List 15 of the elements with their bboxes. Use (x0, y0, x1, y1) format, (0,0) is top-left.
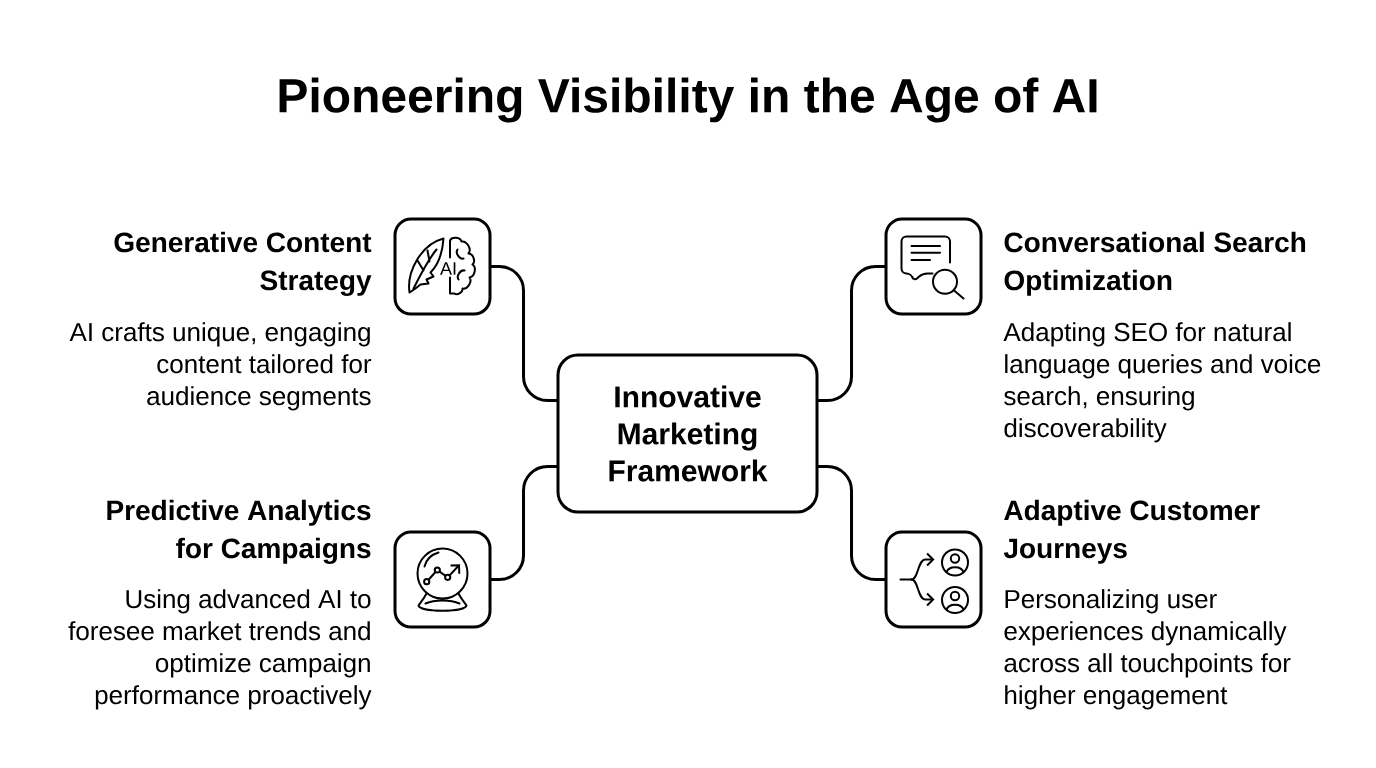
heading: Predictive Analytics for Campaigns (107, 499, 371, 564)
heading: Conversational Search Optimization (1004, 231, 1306, 296)
connector (817, 465, 886, 581)
connector (817, 265, 886, 402)
description: Adapting SEO for natural language queries and voice search, ensuring discoverability (1003, 322, 1321, 443)
connector (490, 465, 558, 581)
hub-box: Innovative Marketing Framework (556, 353, 819, 514)
heading: Generative Content Strategy (114, 231, 372, 296)
description: AI crafts unique, engaging content tailored for audience segments (69, 322, 372, 411)
heading: Adaptive Customer Journeys (1003, 499, 1260, 564)
description: Using advanced AI to foresee market trends and optimize campaign performance proactively (68, 589, 372, 710)
icon-label: AI (440, 262, 456, 275)
title: Pioneering Visibility in the Age of AI (279, 77, 1097, 123)
connector (490, 265, 558, 402)
description: Personalizing user experiences dynamically across all touchpoints for higher engagement (1004, 589, 1291, 710)
